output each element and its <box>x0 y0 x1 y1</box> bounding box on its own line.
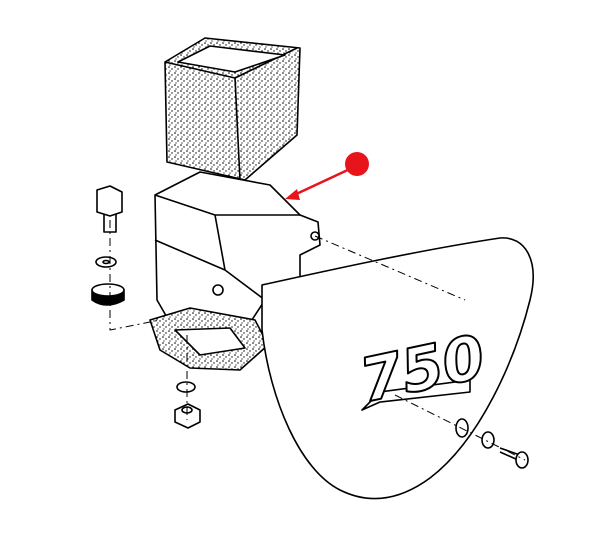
side-cover: 750 <box>261 237 534 500</box>
nut-stack <box>174 381 201 429</box>
air-filter-element <box>164 37 301 181</box>
callout-marker <box>285 152 369 200</box>
foam-gasket <box>149 307 269 371</box>
assembly-guide-lines <box>109 220 526 461</box>
bolt-stack-left <box>91 185 125 306</box>
